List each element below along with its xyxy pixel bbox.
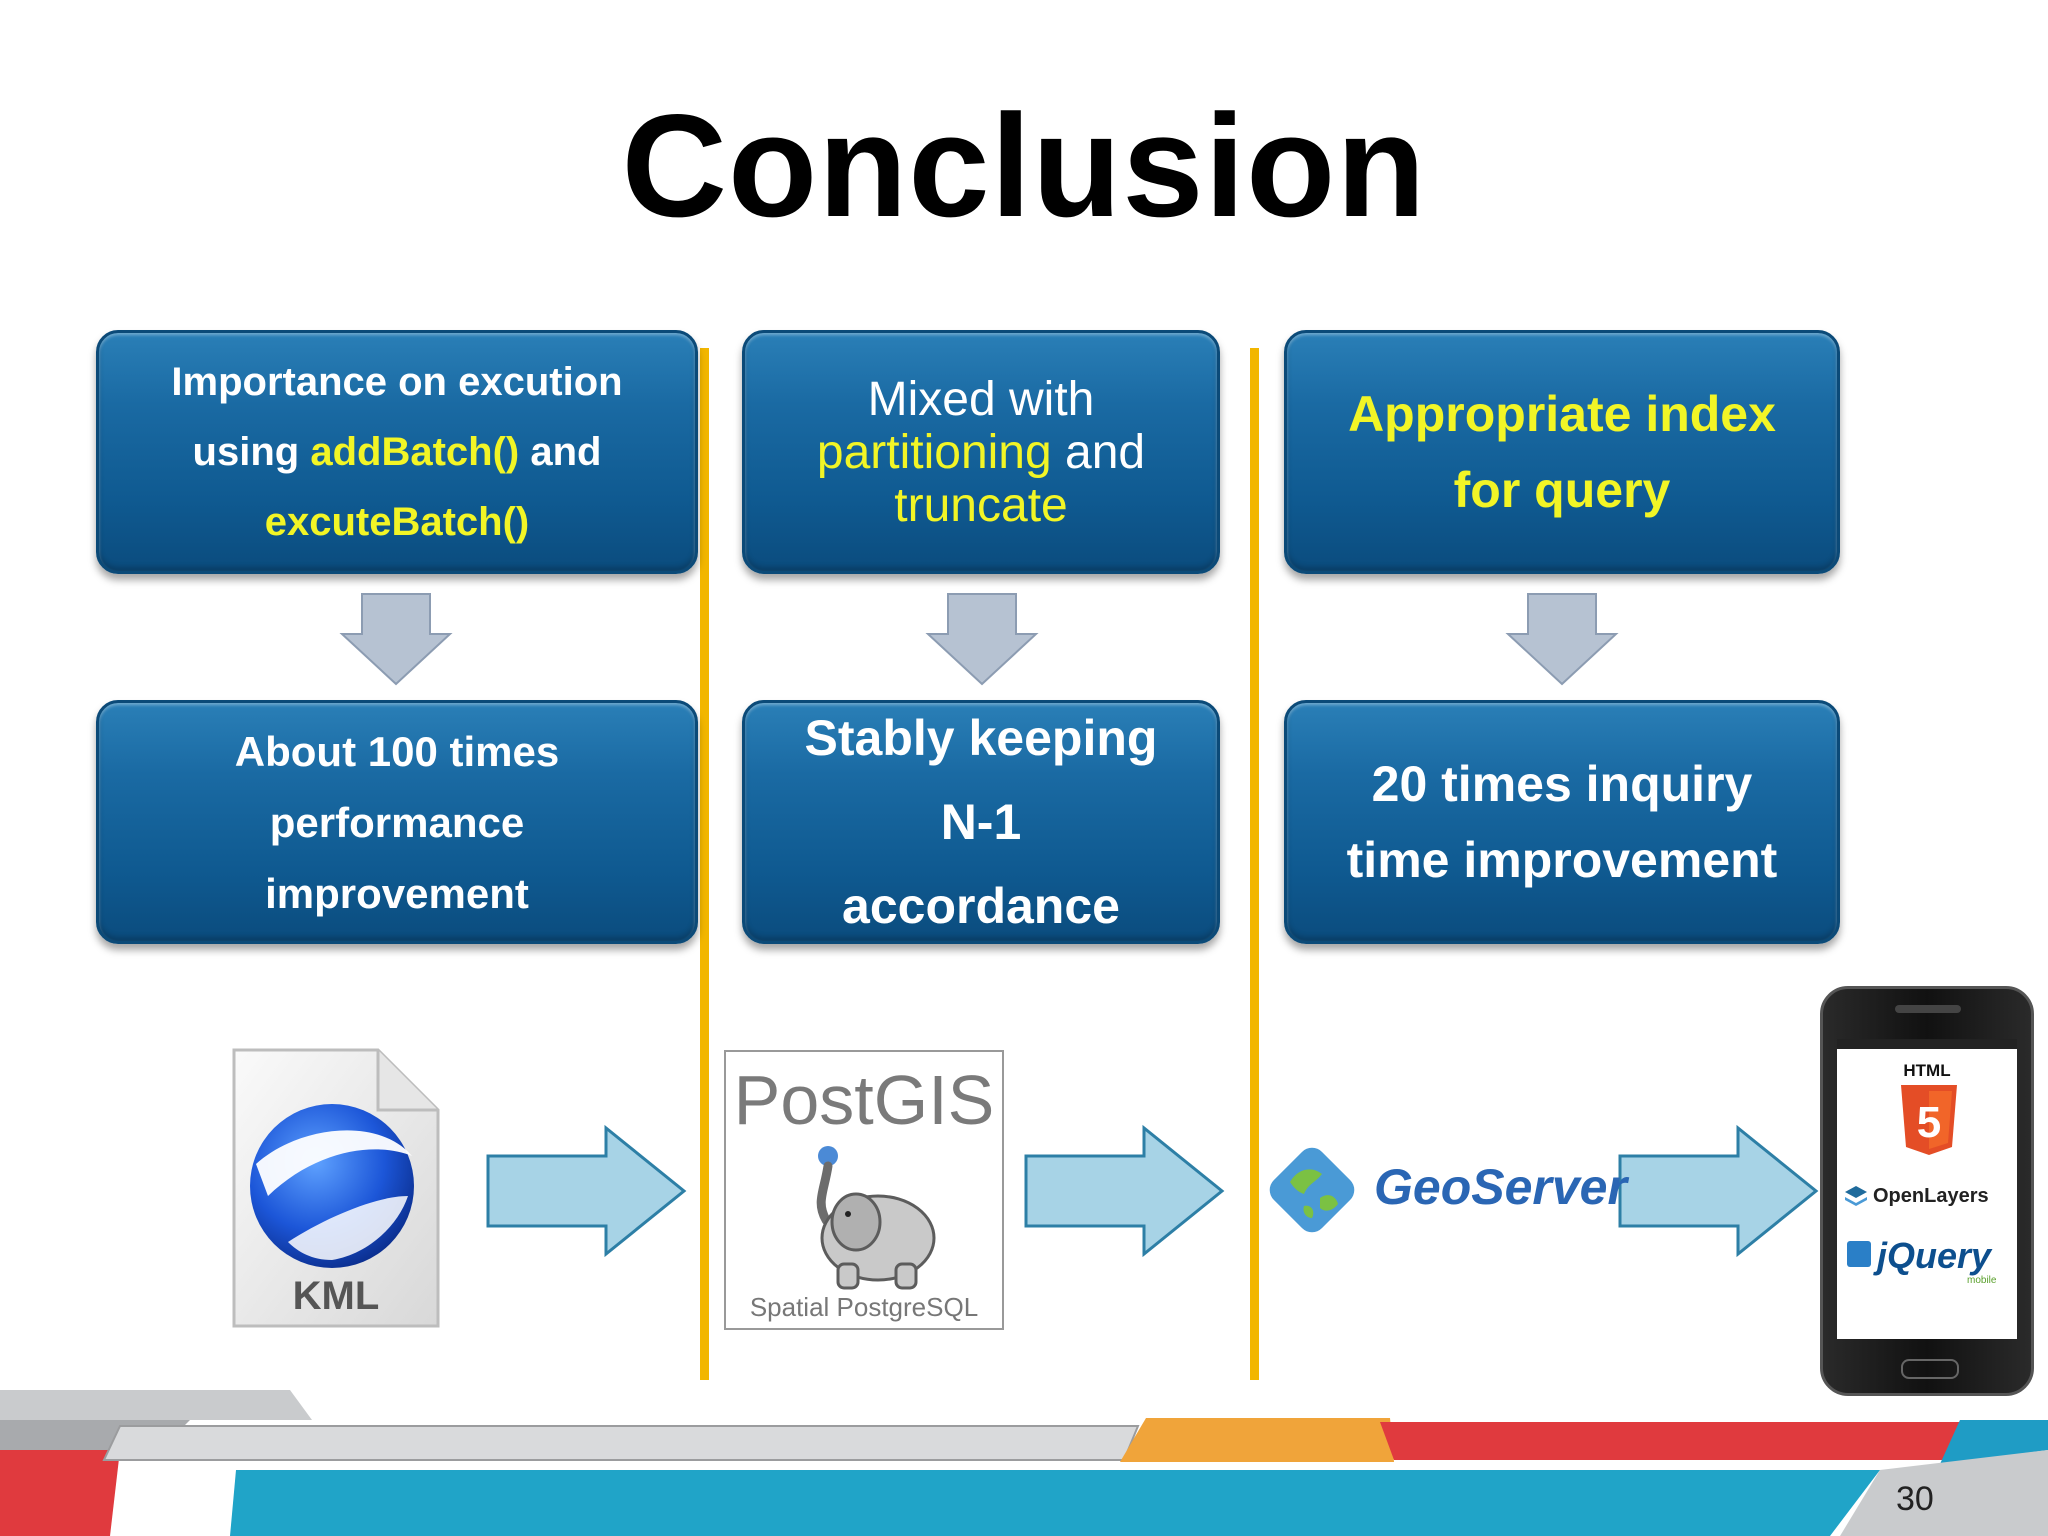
phone-speaker xyxy=(1895,1005,1961,1013)
box-line: truncate xyxy=(894,478,1068,532)
arrow-down-icon xyxy=(925,593,1039,686)
elephant-icon xyxy=(816,1146,936,1290)
page-number: 30 xyxy=(1896,1480,1934,1518)
box-n1-accordance: Stably keeping N-1 accordance xyxy=(742,700,1220,944)
slide-title: Conclusion xyxy=(621,84,1427,247)
openlayers-label: OpenLayers xyxy=(1873,1185,1989,1207)
html5-label: HTML xyxy=(1903,1061,1951,1080)
phone-status-bar xyxy=(1837,1039,2017,1049)
box-line: Importance on excution xyxy=(171,360,623,404)
box-partitioning: Mixed with partitioning and truncate xyxy=(742,330,1220,574)
postgis-subtitle: Spatial PostgreSQL xyxy=(749,1292,979,1322)
box-line: accordance xyxy=(842,878,1120,934)
postgis-title: PostGIS xyxy=(733,1061,995,1139)
arrow-right-icon xyxy=(1618,1124,1819,1258)
postgis-logo: PostGIS Spatial PostgreSQL xyxy=(724,1050,1004,1330)
arrow-down-icon xyxy=(339,593,453,686)
arrow-right-icon xyxy=(486,1124,687,1258)
box-batch-execution: Importance on excution using addBatch() … xyxy=(96,330,698,574)
openlayers-logo: OpenLayers xyxy=(1843,1181,2017,1211)
box-line: 20 times inquiry xyxy=(1371,756,1753,812)
box-inquiry-time: 20 times inquiry time improvement xyxy=(1284,700,1840,944)
box-appropriate-index: Appropriate index for query xyxy=(1284,330,1840,574)
box-line: partitioning and xyxy=(816,425,1146,479)
box-line: excuteBatch() xyxy=(264,500,530,544)
geoserver-label: GeoServer xyxy=(1374,1159,1627,1215)
arrow-right-icon xyxy=(1024,1124,1225,1258)
box-line: performance xyxy=(269,798,525,846)
kml-file-icon: KML xyxy=(228,1046,444,1332)
box-line: Appropriate index xyxy=(1348,386,1776,442)
box-line: About 100 times xyxy=(234,727,560,775)
box-line: Stably keeping xyxy=(804,710,1158,766)
box-line: for query xyxy=(1453,462,1671,518)
box-line: N-1 xyxy=(940,794,1022,850)
mobile-phone: HTML 5 OpenLayers jQuery mobile xyxy=(1820,986,2034,1396)
jquery-icon xyxy=(1847,1241,1871,1267)
kml-label: KML xyxy=(292,1274,380,1318)
box-performance-improvement: About 100 times performance improvement xyxy=(96,700,698,944)
geoserver-logo: GeoServer xyxy=(1264,1140,1627,1240)
phone-home-button xyxy=(1901,1359,1959,1379)
phone-screen: HTML 5 OpenLayers jQuery mobile xyxy=(1837,1039,2017,1339)
column-divider-2 xyxy=(1250,348,1259,1380)
html5-shield-icon: 5 xyxy=(1901,1085,1957,1155)
geoserver-globe-icon xyxy=(1269,1147,1355,1233)
box-line: time improvement xyxy=(1346,832,1778,888)
jquery-logo: jQuery mobile xyxy=(1847,1235,2017,1295)
jquery-mobile-label: mobile xyxy=(1967,1275,1997,1286)
box-line: Mixed with xyxy=(867,372,1095,426)
jquery-label: jQuery xyxy=(1877,1235,1992,1276)
openlayers-icon xyxy=(1845,1186,1867,1206)
footer-decoration xyxy=(0,1390,2048,1536)
html5-number: 5 xyxy=(1917,1098,1941,1147)
arrow-down-icon xyxy=(1505,593,1619,686)
box-line: using addBatch() and xyxy=(192,430,602,474)
column-divider-1 xyxy=(700,348,709,1380)
box-line: improvement xyxy=(265,869,529,917)
